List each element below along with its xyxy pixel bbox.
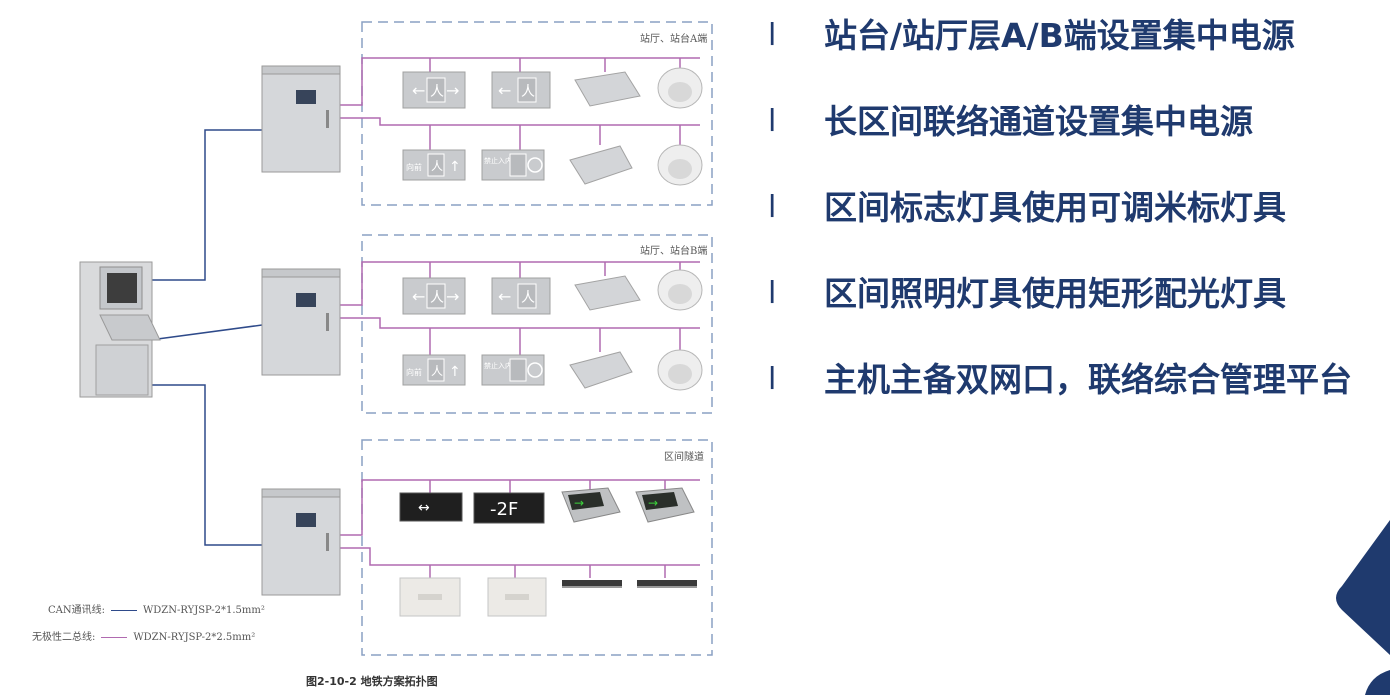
topology-svg: ← 人 → ← 人 向前 人 ↑ 禁止入内	[79, 21, 713, 656]
feature-text: 主机主备双网口，联络综合管理平台	[824, 360, 1352, 399]
zone-label-tunnel: 区间隧道	[664, 452, 704, 463]
svg-text:←: ←	[498, 81, 511, 100]
svg-text:人: 人	[521, 290, 535, 306]
svg-text:←: ←	[498, 287, 511, 306]
zone-box-tunnel	[361, 439, 713, 656]
zone-b-luminaires: ← 人 → ← 人 向前 人 ↑ 禁止入内	[402, 269, 703, 391]
svg-text:人: 人	[521, 84, 535, 100]
zone-box-a	[361, 21, 713, 206]
power-cabinet-b	[261, 268, 341, 376]
svg-text:-2F: -2F	[490, 499, 518, 520]
svg-text:人: 人	[431, 159, 443, 173]
svg-text:向前: 向前	[406, 367, 422, 377]
svg-text:禁止入内: 禁止入内	[484, 156, 512, 165]
zone-box-b	[361, 234, 713, 414]
svg-text:→: →	[446, 81, 459, 100]
svg-text:↑: ↑	[449, 364, 461, 380]
zone-label-a: 站厅、站台A端	[640, 34, 708, 45]
legend-can-label: CAN通讯线:	[48, 605, 105, 616]
svg-text:→: →	[574, 496, 584, 510]
legend-bus-label: 无极性二总线:	[32, 632, 96, 643]
legend-can-spec: WDZN-RYJSP-2*1.5mm²	[143, 605, 265, 616]
bullet-mark: l	[768, 276, 777, 311]
svg-text:←: ←	[412, 81, 425, 100]
bullet-mark: l	[768, 104, 777, 139]
can-lines	[149, 129, 263, 546]
feature-item: l 区间照明灯具使用矩形配光灯具	[768, 272, 1368, 316]
svg-text:←: ←	[412, 287, 425, 306]
feature-text: 区间照明灯具使用矩形配光灯具	[824, 274, 1286, 313]
svg-text:→: →	[648, 496, 658, 510]
svg-text:↔: ↔	[418, 500, 430, 516]
feature-list: l 站台/站厅层A/B端设置集中电源 l 长区间联络通道设置集中电源 l 区间标…	[768, 14, 1368, 402]
bullet-mark: l	[768, 18, 777, 53]
svg-text:禁止入内: 禁止入内	[484, 361, 512, 370]
topology-diagram: ← 人 → ← 人 向前 人 ↑ 禁止入内	[32, 21, 713, 688]
svg-text:人: 人	[430, 290, 444, 306]
legend-bus-spec: WDZN-RYJSP-2*2.5mm²	[133, 632, 256, 643]
diagram-caption: 图2-10-2 地铁方案拓扑图	[306, 675, 438, 688]
feature-item: l 长区间联络通道设置集中电源	[768, 100, 1368, 144]
zone-label-b: 站厅、站台B端	[640, 246, 708, 257]
svg-text:↑: ↑	[449, 159, 461, 175]
svg-text:人: 人	[431, 364, 443, 378]
feature-item: l 站台/站厅层A/B端设置集中电源	[768, 14, 1368, 58]
legend-can-swatch	[111, 610, 137, 611]
tunnel-luminaires: ↔ -2F → →	[399, 487, 697, 617]
legend-can: CAN通讯线: WDZN-RYJSP-2*1.5mm²	[48, 601, 265, 616]
feature-text: 区间标志灯具使用可调米标灯具	[824, 188, 1286, 227]
legend-bus-swatch	[101, 637, 128, 638]
feature-item: l 区间标志灯具使用可调米标灯具	[768, 186, 1368, 230]
host-console	[79, 261, 161, 398]
zone-a-luminaires: ← 人 → ← 人 向前 人 ↑ 禁止入内	[402, 67, 703, 186]
bullet-mark: l	[768, 362, 777, 397]
legend-bus: 无极性二总线: WDZN-RYJSP-2*2.5mm²	[32, 628, 255, 643]
bullet-mark: l	[768, 190, 777, 225]
power-cabinet-a	[261, 65, 341, 173]
feature-text: 站台/站厅层A/B端设置集中电源	[824, 16, 1295, 55]
power-cabinet-tunnel	[261, 488, 341, 596]
svg-text:→: →	[446, 287, 459, 306]
corner-decoration	[1336, 520, 1390, 695]
feature-item: l 主机主备双网口，联络综合管理平台	[768, 358, 1384, 402]
feature-text: 长区间联络通道设置集中电源	[824, 102, 1253, 141]
svg-text:人: 人	[430, 84, 444, 100]
svg-text:向前: 向前	[406, 162, 422, 172]
